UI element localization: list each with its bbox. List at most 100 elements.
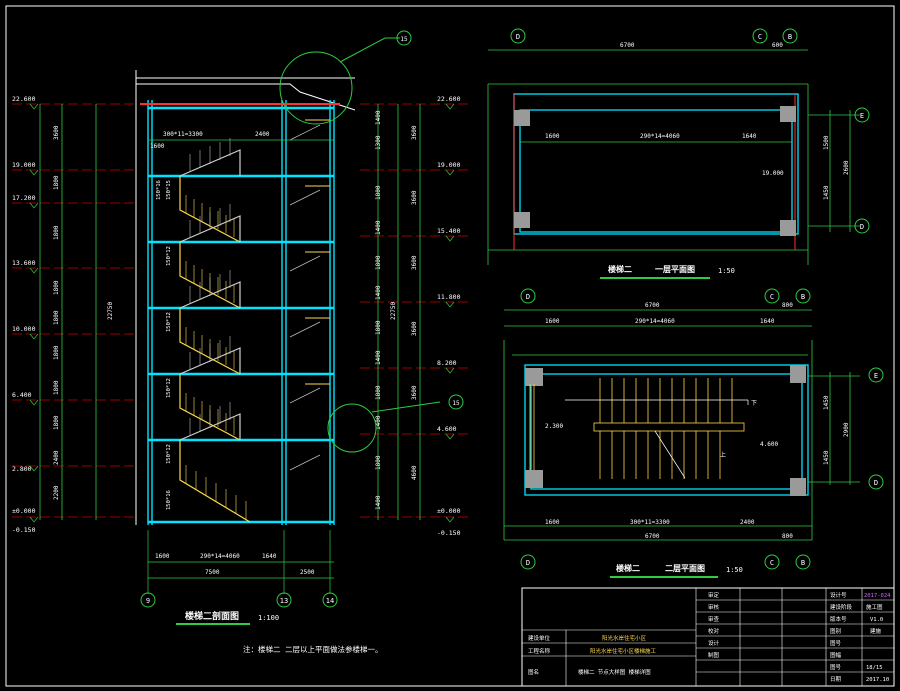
svg-text:1800: 1800 <box>375 185 382 200</box>
section-view: 3600 1800 1800 1800 1800 1800 1800 1800 … <box>12 30 470 654</box>
svg-text:1400: 1400 <box>375 415 382 430</box>
svg-text:阳光水岸住宅小区楼梯施工: 阳光水岸住宅小区楼梯施工 <box>590 647 657 655</box>
svg-text:1800: 1800 <box>53 345 60 360</box>
svg-text:D: D <box>526 293 530 301</box>
svg-text:D: D <box>526 559 530 567</box>
svg-text:建设阶段: 建设阶段 <box>830 603 853 611</box>
svg-text:下: 下 <box>751 400 757 407</box>
svg-text:300*11=3300: 300*11=3300 <box>630 519 670 526</box>
svg-text:19.000: 19.000 <box>762 170 784 177</box>
svg-text:建设单位: 建设单位 <box>528 634 551 642</box>
section-top-dim-0: 300*11=3300 <box>163 131 203 138</box>
svg-text:建施: 建施 <box>870 627 882 635</box>
svg-text:校对: 校对 <box>708 627 720 635</box>
svg-text:上: 上 <box>720 451 726 459</box>
svg-text:图号: 图号 <box>830 663 842 671</box>
section-scale: 1:100 <box>258 614 279 622</box>
svg-text:6700: 6700 <box>620 42 635 49</box>
svg-text:1600: 1600 <box>545 519 560 526</box>
svg-text:2.800: 2.800 <box>12 465 32 473</box>
svg-text:800: 800 <box>782 533 793 540</box>
svg-text:审核: 审核 <box>708 603 720 611</box>
svg-text:版本号: 版本号 <box>830 615 847 623</box>
plan2-title: 楼梯二 <box>616 563 640 573</box>
svg-text:1800: 1800 <box>375 455 382 470</box>
svg-text:2017.10: 2017.10 <box>866 677 889 683</box>
svg-text:2500: 2500 <box>300 569 315 576</box>
svg-text:1640: 1640 <box>262 553 277 560</box>
svg-text:图号: 图号 <box>830 639 842 647</box>
svg-text:3600: 3600 <box>411 385 418 400</box>
svg-text:1800: 1800 <box>375 255 382 270</box>
svg-text:阳光水岸住宅小区: 阳光水岸住宅小区 <box>602 634 647 642</box>
svg-text:1640: 1640 <box>742 133 757 140</box>
elevation-labels-right: 22.600 19.000 15.400 11.800 8.200 4.600 … <box>437 95 461 537</box>
section-axis-13: 13 <box>280 597 288 605</box>
svg-text:1450: 1450 <box>823 450 830 465</box>
elevation-labels-left: 22.600 19.000 17.200 13.600 10.000 6.400… <box>12 95 36 534</box>
svg-text:4600: 4600 <box>411 465 418 480</box>
section-axis-9: 9 <box>146 597 150 605</box>
svg-text:V1.0: V1.0 <box>870 617 883 623</box>
svg-text:1800: 1800 <box>53 225 60 240</box>
svg-text:3600: 3600 <box>53 125 60 140</box>
svg-text:工程名称: 工程名称 <box>528 647 551 655</box>
section-top-dim-1: 1600 <box>150 143 165 150</box>
svg-text:3600: 3600 <box>411 190 418 205</box>
svg-text:19.000: 19.000 <box>12 161 36 169</box>
svg-text:施工图: 施工图 <box>866 603 883 611</box>
svg-text:±0.000: ±0.000 <box>12 507 36 515</box>
svg-text:19.000: 19.000 <box>437 161 461 169</box>
section-title: 楼梯二剖面图 <box>185 610 239 622</box>
svg-text:1400: 1400 <box>375 350 382 365</box>
svg-text:2200: 2200 <box>53 485 60 500</box>
svg-text:8.200: 8.200 <box>437 359 457 367</box>
plan-level1: D C B E D 6700 600 1600 290*14=4060 1640… <box>487 28 870 279</box>
plan1-scale: 1:50 <box>718 267 735 275</box>
svg-text:290*14=4060: 290*14=4060 <box>640 133 680 140</box>
plan1-title: 楼梯二 <box>608 264 632 274</box>
svg-text:11.800: 11.800 <box>437 293 461 301</box>
svg-text:1800: 1800 <box>53 280 60 295</box>
svg-text:6700: 6700 <box>645 302 660 309</box>
svg-text:1800: 1800 <box>53 380 60 395</box>
svg-text:图别: 图别 <box>830 627 841 635</box>
svg-text:1400: 1400 <box>375 495 382 510</box>
svg-text:2.300: 2.300 <box>545 423 563 430</box>
svg-text:3600: 3600 <box>411 321 418 336</box>
svg-text:1800: 1800 <box>375 385 382 400</box>
svg-text:18/15: 18/15 <box>866 665 883 671</box>
svg-text:1600: 1600 <box>545 318 560 325</box>
svg-text:审定: 审定 <box>708 591 720 599</box>
svg-text:1600: 1600 <box>155 553 170 560</box>
svg-text:1300: 1300 <box>375 135 382 150</box>
section-axis-14: 14 <box>326 597 334 605</box>
svg-text:1640: 1640 <box>760 318 775 325</box>
svg-text:150*15: 150*15 <box>166 180 172 200</box>
svg-text:1400: 1400 <box>375 220 382 235</box>
svg-text:-0.150: -0.150 <box>437 529 461 537</box>
section-total-dim-right: 22750 <box>390 302 397 320</box>
svg-text:1800: 1800 <box>53 175 60 190</box>
svg-text:日期: 日期 <box>830 676 842 683</box>
svg-text:13.600: 13.600 <box>12 259 36 267</box>
svg-text:150*16: 150*16 <box>166 490 172 510</box>
svg-text:150*12: 150*12 <box>166 444 172 464</box>
svg-text:图名: 图名 <box>528 668 539 676</box>
svg-text:D: D <box>860 223 864 231</box>
svg-text:15.400: 15.400 <box>437 227 461 235</box>
svg-text:1450: 1450 <box>823 395 830 410</box>
svg-text:E: E <box>860 112 864 120</box>
svg-text:3600: 3600 <box>411 125 418 140</box>
svg-text:290*14=4060: 290*14=4060 <box>200 553 240 560</box>
svg-text:1800: 1800 <box>375 320 382 335</box>
svg-text:290*14=4060: 290*14=4060 <box>635 318 675 325</box>
svg-text:2017-024: 2017-024 <box>864 593 891 599</box>
svg-text:-0.150: -0.150 <box>12 526 36 534</box>
svg-text:C: C <box>758 33 762 41</box>
plan1-subtitle: 一层平面图 <box>655 265 695 274</box>
svg-text:C: C <box>770 559 774 567</box>
svg-text:楼梯二 节点大样图 楼梯详图: 楼梯二 节点大样图 楼梯详图 <box>578 668 651 676</box>
svg-text:22.600: 22.600 <box>12 95 36 103</box>
